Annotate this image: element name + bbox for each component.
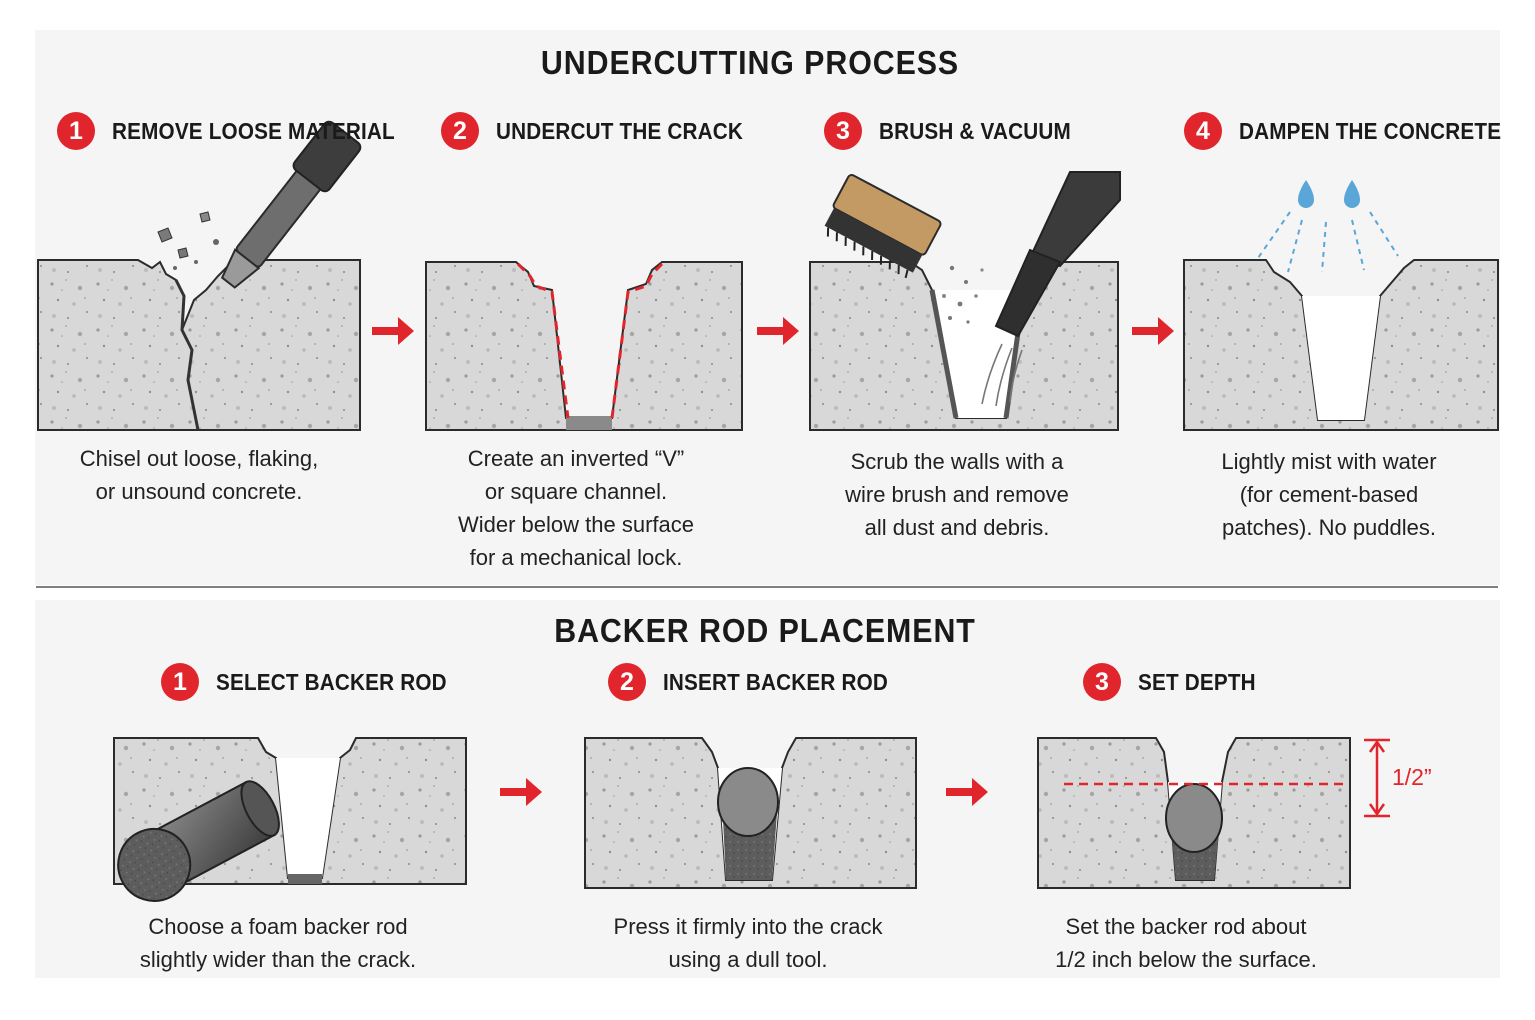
undercut-step-1-description: Chisel out loose, flaking, or unsound co… bbox=[49, 442, 349, 508]
rod-step-2-header: 2 INSERT BACKER ROD bbox=[608, 663, 913, 701]
undercutting-title: UNDERCUTTING PROCESS bbox=[540, 44, 960, 81]
undercut-step-2-description: Create an inverted “V” or square channel… bbox=[426, 442, 726, 574]
step-label: SET DEPTH bbox=[1138, 668, 1256, 695]
description-line: Choose a foam backer rod bbox=[148, 914, 408, 939]
step-label: SELECT BACKER ROD bbox=[216, 668, 447, 695]
undercut-step-1-header: 1 REMOVE LOOSE MATERIAL bbox=[57, 112, 426, 150]
step1-illustration bbox=[37, 120, 362, 431]
description-line: Wider below the surface bbox=[458, 512, 694, 537]
description-line: Create an inverted “V” bbox=[467, 446, 685, 471]
step-number-badge: 2 bbox=[441, 112, 479, 150]
description-line: 1/2 inch below the surface. bbox=[1055, 947, 1317, 972]
rod-step-1-description: Choose a foam backer rod slightly wider … bbox=[118, 910, 438, 976]
description-line: all dust and debris. bbox=[864, 515, 1050, 540]
step-label: REMOVE LOOSE MATERIAL bbox=[112, 117, 395, 144]
rod-step-2-description: Press it firmly into the crack using a d… bbox=[588, 910, 908, 976]
description-line: for a mechanical lock. bbox=[469, 545, 683, 570]
step4-illustration bbox=[1183, 180, 1499, 431]
description-line: Chisel out loose, flaking, bbox=[79, 446, 319, 471]
step-label: BRUSH & VACUUM bbox=[879, 117, 1071, 144]
rod-step-3-description: Set the backer rod about 1/2 inch below … bbox=[1026, 910, 1346, 976]
description-line: slightly wider than the crack. bbox=[139, 947, 417, 972]
flow-arrows-bottom bbox=[500, 778, 988, 806]
description-line: Set the backer rod about bbox=[1065, 914, 1307, 939]
rod-step2-illustration bbox=[584, 737, 917, 889]
step-number-badge: 4 bbox=[1184, 112, 1222, 150]
rod-step3-illustration bbox=[1037, 737, 1390, 889]
undercut-step-3-header: 3 BRUSH & VACUUM bbox=[824, 112, 1092, 150]
description-line: (for cement-based bbox=[1239, 482, 1419, 507]
description-line: patches). No puddles. bbox=[1221, 515, 1437, 540]
description-line: or unsound concrete. bbox=[95, 479, 303, 504]
step2-illustration bbox=[425, 261, 743, 431]
undercut-step-3-description: Scrub the walls with a wire brush and re… bbox=[807, 445, 1107, 544]
undercut-step-4-header: 4 DAMPEN THE CONCRETE bbox=[1184, 112, 1530, 150]
undercut-step-4-description: Lightly mist with water (for cement-base… bbox=[1179, 445, 1479, 544]
step-number-badge: 1 bbox=[57, 112, 95, 150]
description-line: wire brush and remove bbox=[845, 482, 1069, 507]
step-number-badge: 1 bbox=[161, 663, 199, 701]
rod-step-3-header: 3 SET DEPTH bbox=[1083, 663, 1269, 701]
step3-illustration bbox=[809, 171, 1121, 431]
description-line: Press it firmly into the crack bbox=[613, 914, 883, 939]
depth-dimension-label: 1/2” bbox=[1392, 764, 1432, 790]
step-label: DAMPEN THE CONCRETE bbox=[1239, 117, 1502, 144]
step-label: INSERT BACKER ROD bbox=[663, 668, 889, 695]
description-line: or square channel. bbox=[484, 479, 668, 504]
flow-arrows-top bbox=[372, 317, 1174, 345]
step-label: UNDERCUT THE CRACK bbox=[496, 117, 744, 144]
step-number-badge: 3 bbox=[824, 112, 862, 150]
description-line: using a dull tool. bbox=[668, 947, 828, 972]
description-line: Scrub the walls with a bbox=[850, 449, 1064, 474]
step-number-badge: 3 bbox=[1083, 663, 1121, 701]
backer-rod-title: BACKER ROD PLACEMENT bbox=[554, 612, 976, 649]
rod-step1-illustration bbox=[113, 737, 467, 902]
step-number-badge: 2 bbox=[608, 663, 646, 701]
description-line: Lightly mist with water bbox=[1221, 449, 1437, 474]
undercut-step-2-header: 2 UNDERCUT THE CRACK bbox=[441, 112, 770, 150]
rod-step-1-header: 1 SELECT BACKER ROD bbox=[161, 663, 472, 701]
